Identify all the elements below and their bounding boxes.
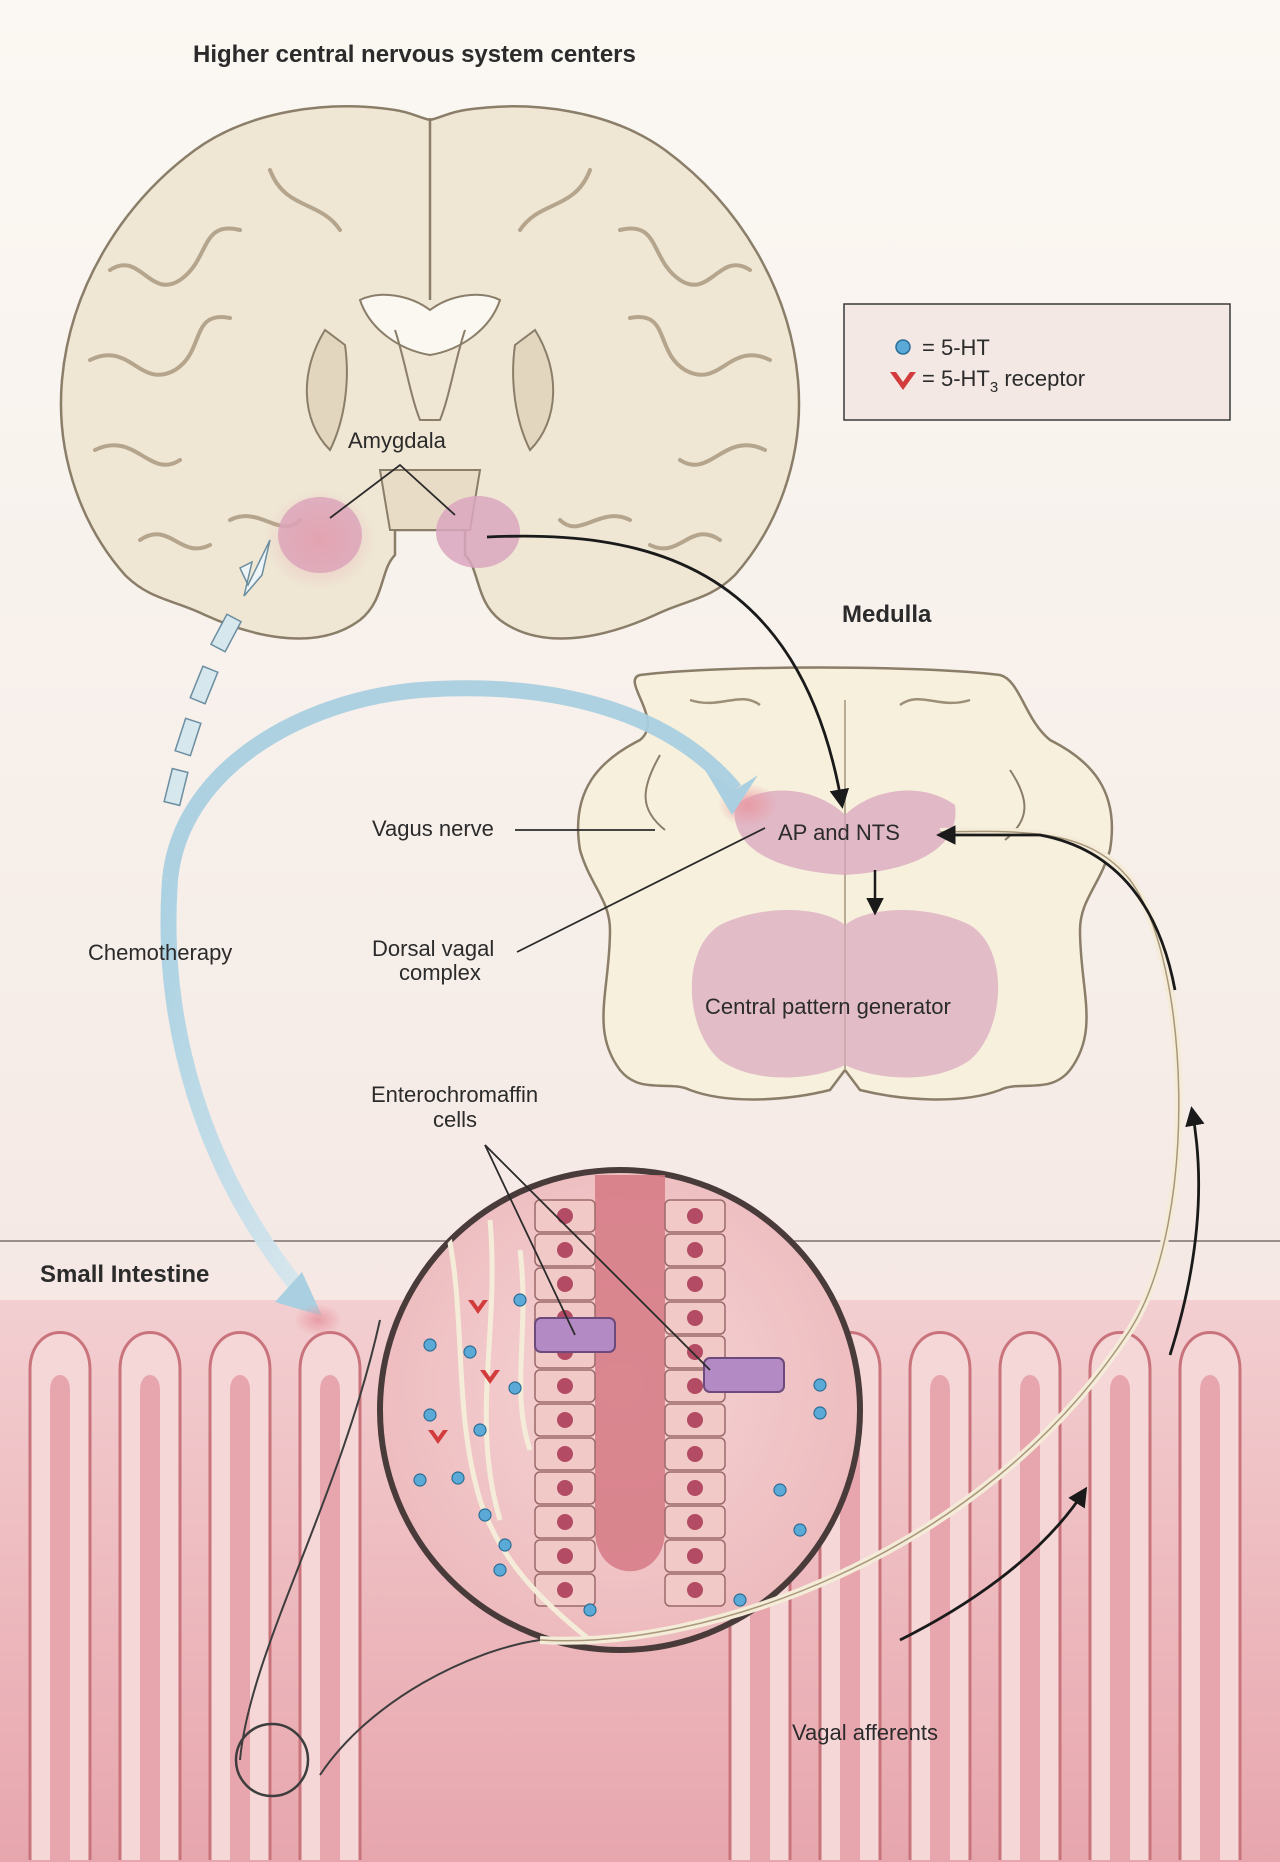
label-enterochromaffin-1: Enterochromaffin xyxy=(371,1082,538,1107)
cell-nucleus xyxy=(557,1514,573,1530)
brain-illustration xyxy=(59,105,801,640)
serotonin-dot xyxy=(423,1338,437,1352)
serotonin-dot xyxy=(413,1473,427,1487)
amygdala-pointer xyxy=(329,463,456,519)
receptor-mark xyxy=(428,1430,448,1444)
cell-nucleus xyxy=(687,1548,703,1564)
serotonin-dot xyxy=(478,1508,492,1522)
label-vagus-nerve: Vagus nerve xyxy=(372,816,494,841)
villus-core xyxy=(230,1375,250,1860)
amygdala-right xyxy=(436,496,520,568)
dorsal-vagal-pointer xyxy=(516,827,766,953)
receptor-icon xyxy=(890,372,916,390)
cell-nucleus xyxy=(687,1208,703,1224)
serotonin-dot xyxy=(473,1423,487,1437)
label-ap-nts: AP and NTS xyxy=(778,820,900,845)
serotonin-dot xyxy=(793,1523,807,1537)
villus-core xyxy=(1020,1375,1040,1860)
serotonin-dot xyxy=(583,1603,597,1617)
serotonin-icon xyxy=(895,339,911,355)
serotonin-dot xyxy=(813,1406,827,1420)
cell-nucleus xyxy=(557,1480,573,1496)
villus-core xyxy=(320,1375,340,1860)
serotonin-dot xyxy=(813,1378,827,1392)
villus-core xyxy=(1110,1375,1130,1860)
label-amygdala: Amygdala xyxy=(348,428,447,453)
receptor-mark xyxy=(480,1370,500,1384)
legend: = 5-HT = 5-HT3 receptor xyxy=(843,303,1231,421)
legend-serotonin: = 5-HT xyxy=(922,335,990,360)
cell-nucleus xyxy=(557,1412,573,1428)
serotonin-dot xyxy=(451,1471,465,1485)
cell-nucleus xyxy=(557,1378,573,1394)
label-enterochromaffin-2: cells xyxy=(433,1107,477,1132)
receptor-mark xyxy=(468,1300,488,1314)
cell-nucleus xyxy=(557,1582,573,1598)
central-pattern-generator-region xyxy=(691,910,999,1078)
label-chemotherapy: Chemotherapy xyxy=(88,940,232,965)
arrow-amygdala-to-nts xyxy=(486,534,849,809)
arrow-afferent-2 xyxy=(1168,1106,1205,1356)
cell-nucleus xyxy=(687,1378,703,1394)
label-dorsal-vagal-2: complex xyxy=(399,960,481,985)
legend-receptor: = 5-HT3 receptor xyxy=(922,366,1085,396)
enterochromaffin-pointer xyxy=(484,1144,711,1371)
serotonin-dot xyxy=(493,1563,507,1577)
enterochromaffin-cell-right xyxy=(703,1357,785,1393)
cell-nucleus xyxy=(687,1514,703,1530)
cell-nucleus xyxy=(557,1242,573,1258)
serotonin-dot xyxy=(463,1345,477,1359)
cell-nucleus xyxy=(557,1276,573,1292)
villus-core xyxy=(140,1375,160,1860)
serotonin-dot xyxy=(513,1293,527,1307)
villus-core xyxy=(50,1375,70,1860)
serotonin-dot xyxy=(423,1408,437,1422)
cell-nucleus xyxy=(687,1480,703,1496)
cell-nucleus xyxy=(687,1276,703,1292)
label-vagal-afferents: Vagal afferents xyxy=(792,1720,938,1745)
arrow-afferent-3 xyxy=(936,825,1177,991)
cell-nucleus xyxy=(557,1208,573,1224)
serotonin-dot xyxy=(733,1593,747,1607)
cell-nucleus xyxy=(687,1412,703,1428)
villus-core xyxy=(1200,1375,1220,1860)
heading-small-intestine: Small Intestine xyxy=(40,1261,209,1288)
serotonin-dot xyxy=(773,1483,787,1497)
cell-nucleus xyxy=(687,1344,703,1360)
cell-nucleus xyxy=(687,1582,703,1598)
cell-nucleus xyxy=(557,1446,573,1462)
chemotherapy-arrow xyxy=(162,680,742,881)
label-central-pattern-generator: Central pattern generator xyxy=(705,994,951,1019)
cell-nucleus xyxy=(687,1310,703,1326)
ap-nts-region xyxy=(734,790,956,875)
villus-zoom-inset xyxy=(234,1167,863,1798)
dashed-arrow-to-amygdala xyxy=(163,539,271,807)
arrow-afferent-1 xyxy=(899,1486,1088,1642)
cell-nucleus xyxy=(687,1242,703,1258)
heading-higher-cns: Higher central nervous system centers xyxy=(193,41,636,68)
label-dorsal-vagal-1: Dorsal vagal xyxy=(372,936,494,961)
cell-nucleus xyxy=(687,1446,703,1462)
serotonin-dot xyxy=(508,1381,522,1395)
serotonin-dot xyxy=(498,1538,512,1552)
chemotherapy-arrow-down xyxy=(160,879,312,1302)
cell-nucleus xyxy=(557,1548,573,1564)
heading-medulla: Medulla xyxy=(842,601,932,628)
